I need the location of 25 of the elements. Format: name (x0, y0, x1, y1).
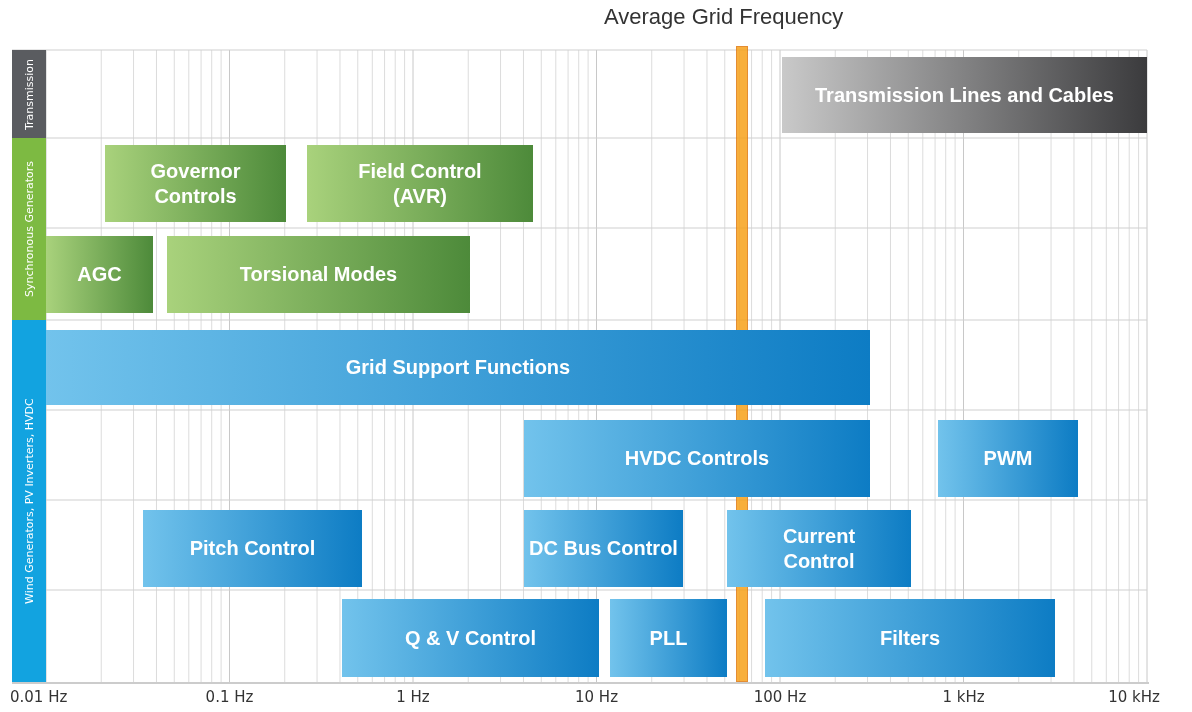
frequency-range-bar: Q & V Control (342, 599, 599, 677)
category-band: Synchronous Generators (12, 138, 46, 320)
frequency-range-bar: DC Bus Control (524, 510, 683, 587)
frequency-range-bar: Pitch Control (143, 510, 362, 587)
frequency-range-bar: Field Control (AVR) (307, 145, 533, 222)
axis-tick-label: 100 Hz (753, 688, 807, 706)
axis-tick-label: 0.01 Hz (10, 688, 68, 706)
category-band: Transmission (12, 50, 46, 138)
frequency-range-bar: PLL (610, 599, 727, 677)
axis-tick-label: 10 kHz (1108, 688, 1160, 706)
frequency-range-bar: Governor Controls (105, 145, 286, 222)
frequency-range-bar: AGC (46, 236, 153, 313)
frequency-range-bar: HVDC Controls (524, 420, 870, 497)
frequency-range-bar: Transmission Lines and Cables (782, 57, 1147, 133)
axis-tick-label: 1 Hz (396, 688, 430, 706)
frequency-range-bar: Current Control (727, 510, 911, 587)
marker-label: Average Grid Frequency (604, 4, 844, 30)
axis-tick-label: 0.1 Hz (205, 688, 254, 706)
category-band: Wind Generators, PV Inverters, HVDC (12, 320, 46, 682)
frequency-range-bar: Torsional Modes (167, 236, 470, 313)
frequency-range-bar: Filters (765, 599, 1055, 677)
axis-tick-label: 1 kHz (942, 688, 985, 706)
axis-tick-label: 10 Hz (575, 688, 618, 706)
frequency-range-bar: Grid Support Functions (46, 330, 870, 405)
frequency-range-bar: PWM (938, 420, 1078, 497)
